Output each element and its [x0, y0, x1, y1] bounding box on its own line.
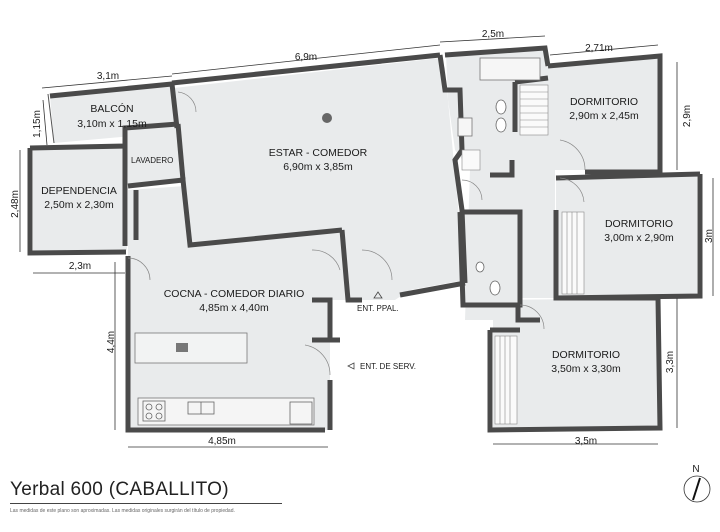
dim-dorm3-width: 3,5m	[575, 436, 597, 447]
dorm2-floor	[556, 176, 697, 297]
disclaimer-text: Las medidas de este plano son aproximada…	[10, 508, 235, 514]
fridge-icon	[289, 401, 313, 425]
dimension-labels: 3,1m 6,9m 2,5m 2,71m 2,9m 3m 3,3m 3,5m 4…	[10, 29, 715, 447]
room-name-lavadero: LAVADERO	[131, 156, 173, 165]
room-name-balcon: BALCÓN	[90, 102, 133, 115]
dependencia-floor	[33, 148, 127, 252]
sink-icon	[187, 401, 215, 415]
dim-bath-width: 2,5m	[482, 29, 504, 40]
door-swings	[127, 91, 586, 376]
closet-icon	[461, 84, 585, 425]
room-name-dependencia: DEPENDENCIA	[41, 185, 117, 197]
dim-dorm1-height: 2,9m	[682, 105, 693, 127]
room-size-estar: 6,90m x 3,85m	[283, 161, 353, 173]
room-size-dorm1: 2,90m x 2,45m	[569, 110, 639, 122]
dim-dorm2-height: 3m	[704, 229, 715, 243]
living-floor	[174, 58, 465, 300]
room-name-estar: ESTAR - COMEDOR	[269, 147, 368, 159]
room-name-cocina: COCNA - COMEDOR DIARIO	[164, 288, 305, 300]
north-label: N	[692, 464, 699, 475]
room-labels: BALCÓN 3,10m x 1,15m LAVADERO DEPENDENCI…	[41, 96, 674, 375]
stove-icon	[142, 400, 166, 422]
kitchen-floor	[128, 186, 345, 430]
room-name-dorm2: DORMITORIO	[605, 218, 673, 230]
compass-icon	[683, 475, 711, 503]
dorm3-floor	[493, 298, 658, 428]
main-entrance-label: ENT. PPAL.	[357, 304, 399, 313]
dim-dorm3-height: 3,3m	[665, 351, 676, 373]
ceiling-light-icon	[322, 113, 332, 123]
dim-cocina-width: 4,85m	[208, 436, 236, 447]
room-name-dorm1: DORMITORIO	[570, 96, 638, 108]
plan-title: Yerbal 600 (CABALLITO)	[10, 479, 229, 500]
dim-dorm1-width: 2,71m	[585, 43, 613, 54]
service-arrow-icon	[347, 362, 355, 370]
walls	[27, 45, 703, 433]
service-entrance-label: ENT. DE SERV.	[360, 362, 416, 371]
dim-balcon-width: 3,1m	[97, 71, 119, 82]
room-name-dorm3: DORMITORIO	[552, 349, 620, 361]
dim-estar-width: 6,9m	[295, 52, 317, 63]
title-divider	[10, 503, 282, 504]
kitchen-counter	[137, 397, 315, 426]
dim-cocina-height: 4,4m	[106, 331, 117, 353]
room-size-dorm3: 3,50m x 3,30m	[551, 363, 621, 375]
bath2-floor	[463, 213, 518, 305]
cooktop-icon	[176, 343, 188, 352]
room-size-dorm2: 3,00m x 2,90m	[604, 232, 674, 244]
room-size-dependencia: 2,50m x 2,30m	[44, 199, 114, 211]
north-arrow: N	[683, 464, 711, 503]
fixtures	[127, 57, 586, 426]
kitchen-island	[134, 332, 248, 364]
dim-balcon-height: 1,15m	[32, 110, 43, 138]
bathtub-icon	[479, 57, 541, 81]
dim-dependencia-height: 2,48m	[10, 190, 21, 218]
dim-dependencia-width: 2,3m	[69, 261, 91, 272]
floor-areas	[33, 50, 697, 430]
dimension-lines	[19, 35, 714, 448]
toilet-icon	[475, 99, 507, 296]
room-size-balcon: 3,10m x 1,15m	[77, 118, 147, 130]
washbasin-icon	[457, 117, 473, 137]
lavadero-floor	[127, 130, 183, 186]
dorm1-floor	[515, 57, 660, 170]
entrance-arrow-icon	[373, 291, 383, 299]
room-size-cocina: 4,85m x 4,40m	[199, 302, 269, 314]
